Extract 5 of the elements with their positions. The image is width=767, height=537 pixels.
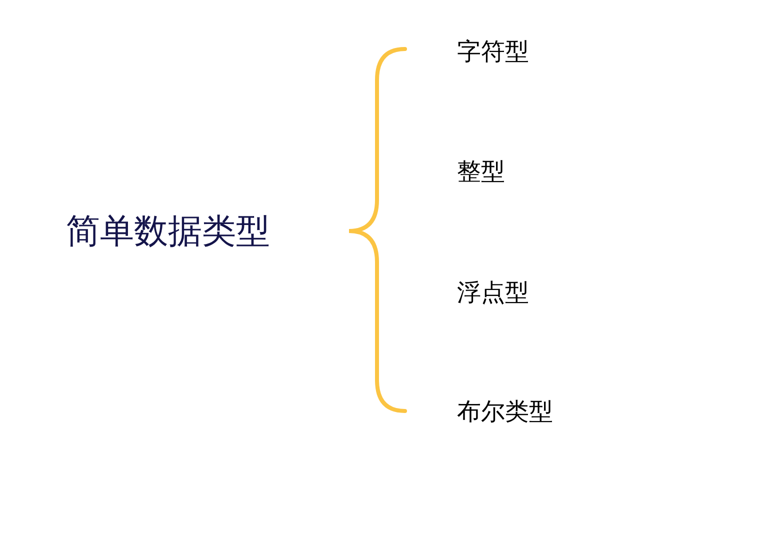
type-label: 布尔类型 (457, 398, 553, 426)
category-heading: 简单数据类型 (66, 212, 270, 252)
type-label: 浮点型 (457, 278, 529, 308)
type-label: 字符型 (457, 38, 529, 66)
type-label: 整型 (457, 158, 505, 186)
